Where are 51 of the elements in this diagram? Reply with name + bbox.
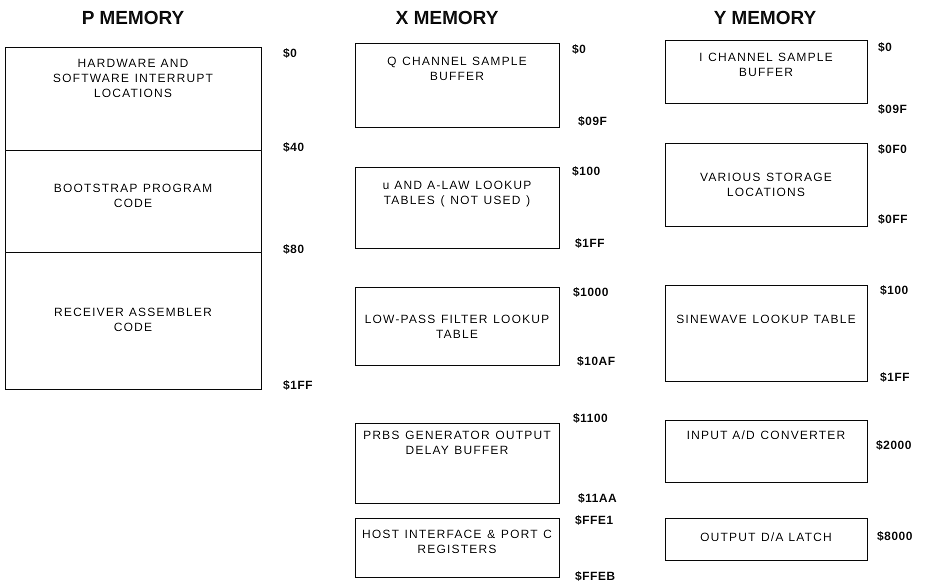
address-label: $100	[880, 283, 909, 297]
block-label: HARDWARE AND SOFTWARE INTERRUPT LOCATIONS	[52, 56, 216, 101]
memory-block	[5, 150, 262, 253]
address-label: $0	[283, 46, 298, 60]
address-label: $100	[572, 164, 601, 178]
memory-block	[665, 143, 868, 227]
address-label: $09F	[578, 114, 608, 128]
address-label: $80	[283, 242, 305, 256]
block-label: PRBS GENERATOR OUTPUT DELAY BUFFER	[362, 428, 553, 458]
address-label: $11AA	[578, 491, 618, 505]
memory-block	[665, 285, 868, 382]
address-label: $1000	[573, 285, 609, 299]
memory-block	[355, 518, 560, 578]
address-label: $2000	[876, 438, 912, 452]
address-label: $40	[283, 140, 305, 154]
block-label: LOW-PASS FILTER LOOKUP TABLE	[364, 312, 552, 342]
memory-block	[665, 518, 868, 561]
address-label: $0	[878, 40, 892, 54]
memory-block	[5, 252, 262, 390]
column-heading: Y MEMORY	[714, 8, 816, 30]
block-label: INPUT A/D CONVERTER	[686, 428, 848, 443]
address-label: $1100	[573, 411, 608, 425]
block-label: I CHANNEL SAMPLE BUFFER	[698, 50, 835, 80]
memory-block	[355, 167, 560, 249]
block-label: SINEWAVE LOOKUP TABLE	[675, 312, 858, 327]
address-label: $1FF	[283, 378, 314, 392]
block-label: OUTPUT D/A LATCH	[699, 530, 834, 545]
block-label: Q CHANNEL SAMPLE BUFFER	[386, 54, 529, 84]
block-label: VARIOUS STORAGE LOCATIONS	[699, 170, 834, 200]
column-heading: X MEMORY	[396, 8, 498, 30]
address-label: $0FF	[878, 212, 908, 226]
address-label: $0	[572, 42, 586, 56]
memory-block	[355, 423, 560, 504]
memory-block	[665, 40, 868, 104]
memory-block	[665, 420, 868, 483]
block-label: u AND A-LAW LOOKUP TABLES ( NOT USED )	[382, 178, 534, 208]
address-label: $FFE1	[575, 513, 614, 527]
address-label: $09F	[878, 102, 908, 116]
address-label: $1FF	[880, 370, 910, 384]
memory-block	[355, 43, 560, 128]
address-label: $0F0	[878, 142, 908, 156]
address-label: $1FF	[575, 236, 606, 250]
block-label: RECEIVER ASSEMBLER CODE	[53, 305, 214, 335]
address-label: $10AF	[577, 354, 616, 368]
address-label: $FFEB	[575, 569, 616, 583]
block-label: BOOTSTRAP PROGRAM CODE	[52, 181, 214, 211]
address-label: $8000	[877, 529, 913, 543]
block-label: HOST INTERFACE & PORT C REGISTERS	[361, 527, 554, 557]
memory-block	[5, 47, 262, 151]
memory-block	[355, 287, 560, 366]
column-heading: P MEMORY	[82, 8, 184, 30]
